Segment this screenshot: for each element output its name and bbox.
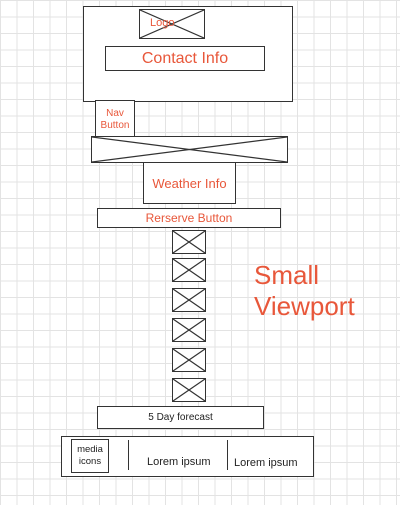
weather-info-box: Weather Info	[143, 162, 236, 204]
image-placeholder-icon	[173, 319, 205, 341]
weather-info-label: Weather Info	[152, 175, 227, 191]
nav-button[interactable]: Nav Button	[95, 100, 135, 137]
image-placeholder-icon	[173, 259, 205, 281]
nav-bar-image-icon	[92, 137, 287, 162]
contact-info-label: Contact Info	[141, 49, 229, 67]
contact-info-box: Contact Info	[105, 46, 265, 71]
logo-label: Logo	[150, 17, 175, 29]
image-placeholder	[172, 348, 206, 372]
footer-divider	[128, 440, 129, 470]
footer-divider	[227, 440, 228, 470]
image-placeholder-icon	[173, 349, 205, 371]
logo-placeholder: Logo	[139, 9, 205, 39]
viewport-annotation-line2: Viewport	[254, 291, 355, 321]
nav-button-label: Nav Button	[100, 108, 130, 131]
image-placeholder	[172, 318, 206, 342]
footer-text-1: Lorem ipsum	[147, 456, 211, 468]
image-placeholder-icon	[173, 379, 205, 401]
image-placeholder-icon	[173, 231, 205, 253]
nav-bar-placeholder	[91, 136, 288, 163]
reserve-button-label: Rerserve Button	[145, 211, 233, 225]
logo-image-icon	[140, 10, 204, 38]
forecast-box: 5 Day forecast	[97, 406, 264, 429]
media-icons-box: media icons	[71, 439, 109, 473]
image-placeholder-icon	[173, 289, 205, 311]
forecast-label: 5 Day forecast	[148, 412, 213, 423]
reserve-button[interactable]: Rerserve Button	[97, 208, 281, 228]
image-placeholder	[172, 230, 206, 254]
viewport-annotation-line1: Small	[254, 260, 320, 290]
media-icons-label: media icons	[77, 444, 103, 467]
footer-text-2: Lorem ipsum	[234, 457, 298, 469]
image-placeholder	[172, 288, 206, 312]
image-placeholder	[172, 258, 206, 282]
image-placeholder	[172, 378, 206, 402]
